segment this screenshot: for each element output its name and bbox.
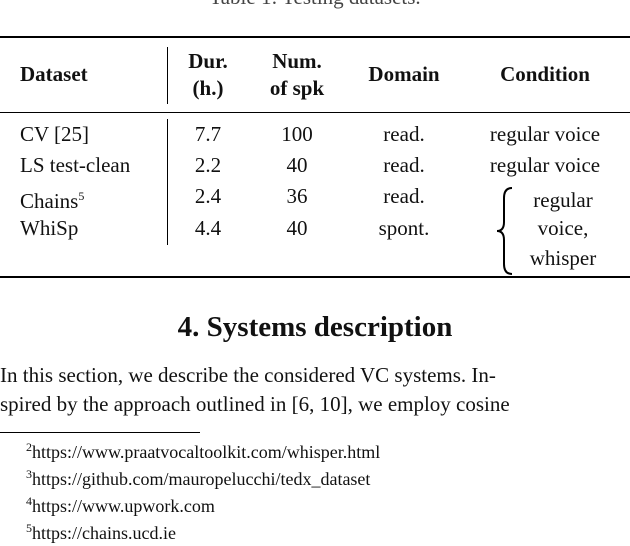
cell-domain: spont. [378, 216, 430, 240]
brace-icon [496, 187, 513, 275]
footnote-link[interactable]: https://chains.ucd.ie [32, 523, 176, 543]
cell-domain: read. [383, 184, 425, 208]
section-heading: 4. Systems description [177, 311, 453, 343]
header-condition: Condition [500, 62, 590, 86]
header-spk: of spk [269, 76, 325, 100]
cell-spk: 36 [286, 184, 308, 208]
footnote-link[interactable]: https://www.praatvocaltoolkit.com/whispe… [32, 442, 381, 462]
cell-dur: 2.4 [194, 184, 222, 208]
footnote-number: 3 [26, 467, 32, 481]
vertical-rule [167, 47, 168, 104]
footnote: 2https://www.praatvocaltoolkit.com/whisp… [26, 440, 380, 463]
footnote: 4https://www.upwork.com [26, 494, 215, 517]
cell-dataset: LS test-clean [20, 153, 131, 177]
footnote-number: 4 [26, 494, 32, 508]
cell-condition: voice, [537, 216, 589, 240]
cell-condition: regular voice [489, 122, 601, 146]
footnote-rule [0, 432, 200, 433]
header-num: Num. [272, 49, 322, 73]
header-dur-unit: (h.) [192, 76, 224, 100]
footnote-number: 5 [26, 521, 32, 535]
cell-spk: 40 [286, 216, 308, 240]
footnote-link[interactable]: https://www.upwork.com [32, 496, 215, 516]
footnote-link[interactable]: https://github.com/mauropelucchi/tedx_da… [32, 469, 371, 489]
cell-condition: whisper [529, 246, 597, 270]
vertical-rule [167, 119, 168, 245]
footnote: 5https://chains.ucd.ie [26, 521, 176, 544]
body-line: In this section, we describe the conside… [0, 363, 496, 387]
cell-dataset: WhiSp [20, 216, 79, 240]
cell-condition: regular [533, 188, 593, 212]
body-line: spired by the approach outlined in [6, 1… [0, 392, 510, 416]
cell-domain: read. [383, 153, 425, 177]
header-dataset: Dataset [20, 62, 88, 86]
cell-dataset: Chains5 [20, 184, 84, 213]
cell-domain: read. [383, 122, 425, 146]
cell-dur: 4.4 [194, 216, 222, 240]
cell-spk: 40 [286, 153, 308, 177]
dataset-name: Chains [20, 189, 79, 213]
cell-spk: 100 [281, 122, 313, 146]
cell-dataset: CV [25] [20, 122, 90, 146]
bottom-rule [0, 276, 630, 278]
header-dur: Dur. [188, 49, 228, 73]
header-domain: Domain [368, 62, 440, 86]
footnote: 3https://github.com/mauropelucchi/tedx_d… [26, 467, 370, 490]
cell-dur: 7.7 [194, 122, 222, 146]
cell-condition: regular voice [489, 153, 601, 177]
footnote-number: 2 [26, 440, 32, 454]
footnote-marker: 5 [78, 189, 85, 203]
table-caption: Table 1: Testing datasets. [209, 0, 420, 9]
top-rule [0, 36, 630, 38]
mid-rule [0, 112, 630, 113]
cell-dur: 2.2 [194, 153, 222, 177]
